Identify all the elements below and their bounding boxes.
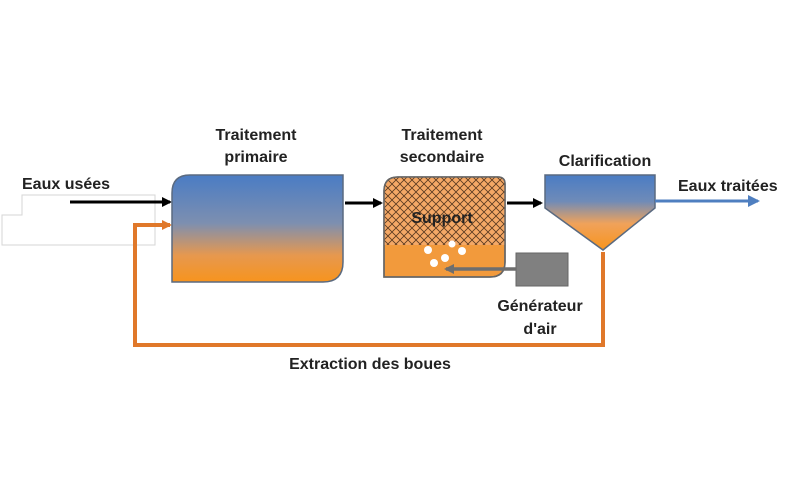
clarification-label: Clarification	[558, 153, 652, 170]
secondary-label-line1: Traitement	[401, 127, 483, 144]
primary-label-line1: Traitement	[215, 127, 297, 144]
inlet-outline	[1, 194, 156, 246]
air-generator-label-line1: Générateur	[497, 298, 583, 315]
air-bubble	[424, 246, 432, 254]
input-label: Eaux usées	[22, 176, 111, 193]
air-bubble	[448, 240, 456, 248]
air-bubble	[441, 254, 449, 262]
primary-tank	[171, 174, 344, 283]
air-bubble	[430, 259, 438, 267]
air-generator	[515, 252, 569, 287]
output-label: Eaux traitées	[678, 178, 778, 195]
support-label: Support	[411, 210, 473, 227]
primary-label-line2: primaire	[224, 149, 288, 166]
clarifier	[544, 174, 656, 251]
secondary-label-line2: secondaire	[399, 149, 485, 166]
air-generator-label-line2: d'air	[523, 321, 557, 338]
sludge-recycle-line	[133, 220, 605, 347]
air-bubble	[458, 247, 466, 255]
support-media	[384, 177, 505, 245]
sludge-extraction-label: Extraction des boues	[289, 356, 451, 373]
